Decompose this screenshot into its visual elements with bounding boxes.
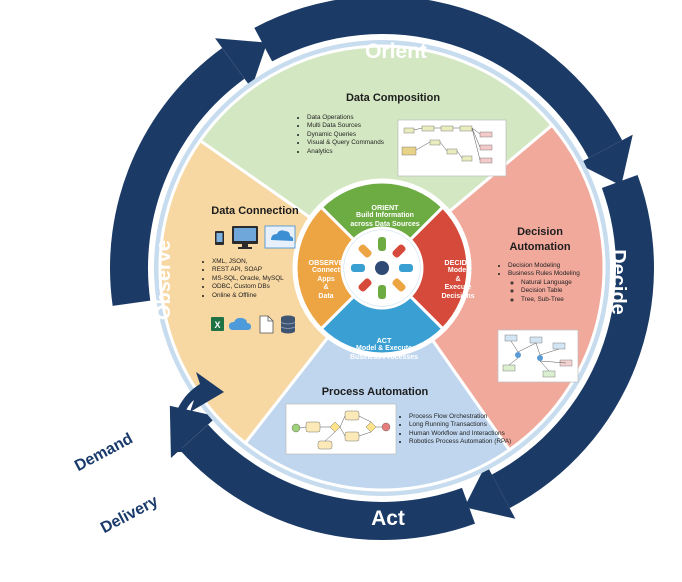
inner-observe-line2: Apps <box>317 275 335 283</box>
svg-text:Observe: Observe <box>153 240 175 320</box>
list-item: Robotics Process Automation (RPA) <box>409 438 539 446</box>
inner-decide-line1: Model <box>447 267 469 274</box>
ring-title-act: Act <box>371 507 405 530</box>
data-connection-app-icons: X <box>211 315 296 334</box>
inner-sectors <box>294 180 470 356</box>
svg-text:Act: Act <box>371 507 405 530</box>
decision-automation-title-line1: Decision <box>517 226 563 238</box>
inner-act-title: ACT <box>376 336 392 345</box>
ring-segment-observe-arrowhead <box>215 38 268 89</box>
ring-segment-orient-arrowhead <box>578 134 633 186</box>
process-automation-list: Process Flow Orchestration Long Running … <box>400 413 539 447</box>
process-automation-title: Process Automation <box>321 386 429 398</box>
svg-text:Orient: Orient <box>365 40 427 63</box>
inner-act-label: ACT Model & Execute Business Processes <box>336 336 432 362</box>
ring-segment-act <box>179 424 476 540</box>
inner-decide-line3: Execute <box>444 284 472 292</box>
inner-decide-title: DECIDE <box>444 258 472 267</box>
ring-segment-decide <box>491 174 654 509</box>
inner-sector-decide <box>408 205 470 331</box>
inner-sector-observe <box>294 205 356 331</box>
inner-observe-line3: & <box>323 284 329 292</box>
ring-title-decide: Decide <box>607 249 629 315</box>
inner-orient-line1: Build Information <box>356 212 414 219</box>
logo-petal <box>399 264 413 272</box>
data-connection-device-icons <box>215 225 296 249</box>
center-logo <box>344 230 420 306</box>
list-item: MS-SQL, Oracle, MySQL <box>212 275 322 283</box>
list-item: Natural Language <box>521 279 589 287</box>
decision-automation-list: Decision Modeling Business Rules Modelin… <box>499 262 589 304</box>
logo-petal <box>358 244 372 258</box>
data-composition-list: Data Operations Multi Data Sources Dynam… <box>298 114 417 156</box>
decision-automation-title-line2: Automation <box>509 241 571 253</box>
inner-act-line2: Business Processes <box>349 353 419 361</box>
ring-title-orient: Orient <box>365 40 427 63</box>
inner-act-line1: Model & Execute <box>355 345 412 352</box>
data-connection-list: XML, JSON, REST API, SOAP MS-SQL, Oracle… <box>203 258 322 300</box>
ring-title-observe: Observe <box>153 240 175 320</box>
list-item: Human Workflow and Interactions <box>409 430 539 438</box>
list-item: Process Flow Orchestration <box>409 413 539 421</box>
inner-decide-line2: & <box>455 275 461 283</box>
quadrant-data-connection <box>158 138 330 446</box>
logo-petal <box>351 264 365 272</box>
logo-petal <box>378 285 386 299</box>
inner-orient-label: ORIENT Build Information across Data Sou… <box>340 203 430 229</box>
logo-petal <box>392 244 406 258</box>
list-item: Multi Data Sources <box>307 122 417 130</box>
logo-petal <box>358 278 372 292</box>
list-item: Analytics <box>307 148 417 156</box>
list-item: Tree, Sub-Tree <box>521 296 589 304</box>
list-item: Decision Modeling <box>508 262 589 270</box>
inner-observe-label: OBSERVE Connect Apps & Data <box>300 258 352 301</box>
inner-observe-line4: Data <box>318 292 334 300</box>
list-item: Business Rules Modeling <box>508 270 589 278</box>
ring-segment-decide-arrowhead <box>464 464 516 519</box>
list-item: REST API, SOAP <box>212 266 322 274</box>
process-automation-flow-thumbnail <box>285 403 397 455</box>
logo-petal <box>378 237 386 251</box>
inner-sector-act <box>319 294 445 356</box>
demand-delivery-arrow <box>171 372 224 452</box>
list-item: Long Running Transactions <box>409 421 539 429</box>
decision-automation-tree-thumbnail <box>497 329 579 383</box>
inner-decide-line4: Decisions <box>441 292 475 300</box>
inner-observe-line1: Connect <box>312 267 340 274</box>
data-connection-title: Data Connection <box>211 205 299 217</box>
ring-segment-observe <box>110 47 245 306</box>
list-item: Visual & Query Commands <box>307 139 417 147</box>
svg-text:Decide: Decide <box>607 249 629 315</box>
data-composition-title: Data Composition <box>345 92 441 104</box>
list-item: Decision Table <box>521 287 589 295</box>
list-item: Dynamic Queries <box>307 131 417 139</box>
list-item: ODBC, Custom DBs <box>212 283 322 291</box>
list-item: Online & Offline <box>212 292 322 300</box>
inner-orient-title: ORIENT <box>371 203 399 212</box>
ring-segment-orient <box>254 0 623 159</box>
list-item: Data Operations <box>307 114 417 122</box>
logo-core <box>375 261 389 275</box>
svg-text:X: X <box>214 320 220 330</box>
list-item: XML, JSON, <box>212 258 322 266</box>
decision-automation-title: Decision Automation <box>498 225 582 255</box>
logo-petal <box>392 278 406 292</box>
inner-orient-line2: across Data Sources <box>350 220 420 228</box>
inner-decide-label: DECIDE Model & Execute Decisions <box>432 258 484 301</box>
data-composition-flowchart-thumbnail <box>397 119 507 177</box>
inner-observe-title: OBSERVE <box>308 258 344 267</box>
inner-sector-orient <box>319 180 445 242</box>
